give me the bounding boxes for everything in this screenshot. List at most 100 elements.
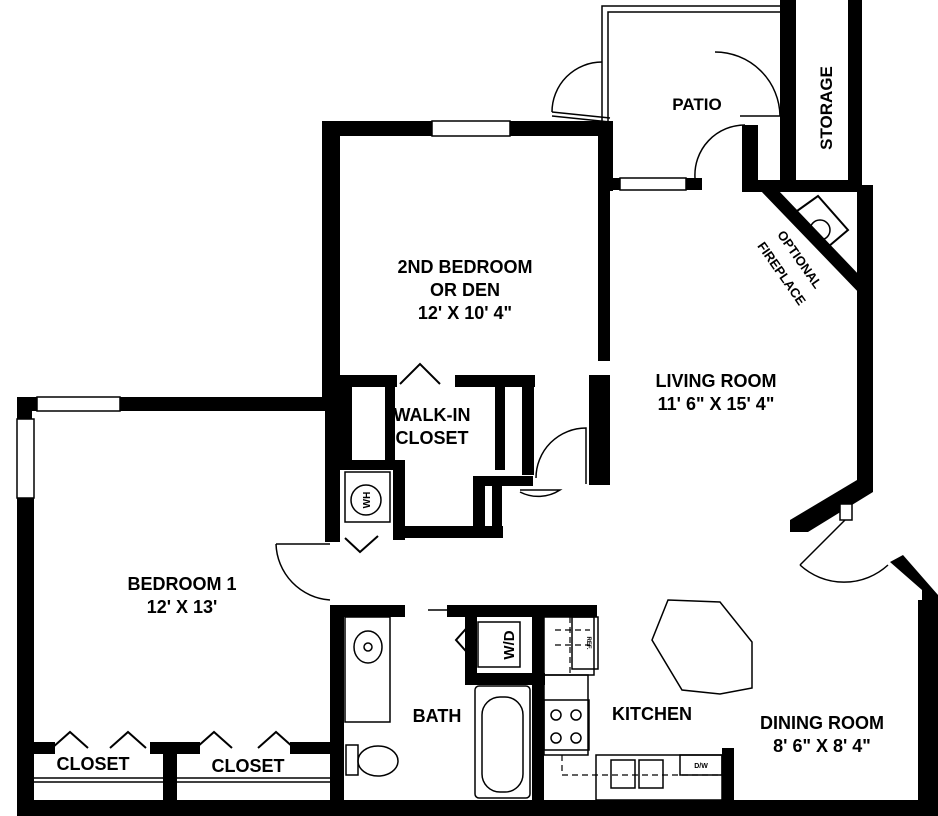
bath-right-wall [532,605,544,816]
kitchen-right-wall [722,748,734,816]
dining-right-wall [918,600,938,816]
bathtub [474,685,531,799]
washer-dryer-label: W/D [501,630,518,659]
walls [17,0,938,816]
closet-left-label: CLOSET [56,754,129,774]
living-top-wall [698,178,702,190]
dining-angled-wall [890,555,938,614]
living-door-swing [694,124,746,179]
bedroom2-size: 12' X 10' 4" [418,303,512,323]
linen-right [492,486,502,526]
stove [543,699,590,751]
closet-bottom-wall [393,526,503,538]
bedroom2-window [431,120,511,137]
wd-bifold [454,621,473,659]
washer-dryer-box [477,621,521,668]
patio-door-2-swing [714,51,781,117]
storage-right-wall [848,0,862,190]
kitchen-sink-right [638,759,664,789]
toilet-tank [345,744,359,776]
bedroom2-label-line1: 2ND BEDROOM [397,257,532,277]
bedroom2-right-wall-upper [598,121,613,191]
bath-tub-top-wall [465,673,545,685]
bath-top-wall [330,605,405,617]
closet-left-wall-inner [385,385,395,460]
closet-right-bifold-1 [195,730,233,749]
dishwasher-box [679,754,723,776]
water-heater-label: WH [362,492,373,509]
kitchen-label: KITCHEN [612,704,692,724]
refrigerator-box [571,616,599,670]
fireplace-icon [809,219,831,241]
wh-closet [344,471,391,523]
living-right-wall [857,185,873,485]
dining-table [651,599,753,695]
linen-door-swing-2 [519,489,563,498]
patio-label: PATIO [672,95,721,114]
closet-top-wall-right [455,375,535,387]
dining-door-swing [799,519,889,583]
bedroom1-right-wall-lower [330,605,344,816]
burner-icon-3 [550,732,562,744]
storage-label: STORAGE [817,66,836,150]
fireplace-diagonal-wall [760,190,862,296]
fireplace-outline [788,194,850,254]
patio-door-swing [551,61,603,113]
burner-icon-2 [570,709,582,721]
dining-room-size: 8' 6" X 8' 4" [773,736,871,756]
living-angled-wall [790,480,873,532]
bedroom1-window-left [16,418,35,499]
closet-divider [163,742,177,816]
bedroom1-right-wall-upper [325,397,340,542]
linen-top [473,476,533,486]
closet-left-bifold-2 [109,730,147,749]
bathtub-inner [481,696,524,793]
closet-row-top-left [17,742,55,754]
bedroom2-top-wall-right [510,121,613,136]
bath-label: BATH [413,706,462,726]
bedroom1-left-wall-upper [17,397,32,419]
walkin-label-line1: WALK-IN [394,405,471,425]
patio-right-wall [742,125,758,190]
closet-shelf-right [177,777,330,783]
bedroom2-right-wall-lower [598,191,610,361]
living-left-wall [589,375,610,485]
bath-vanity [344,616,391,723]
water-heater-icon [350,484,382,516]
kitchen-sink-left [610,759,636,789]
storage-left-wall [780,0,796,190]
toilet-icon [357,745,399,777]
linen-left [473,476,485,538]
closet-row-top-right [290,742,335,754]
bedroom1-window-top [36,396,121,412]
closet-shelf-left [34,777,163,783]
bottom-wall [17,800,938,816]
wd-top-wall [447,605,597,617]
living-room-size: 11' 6" X 15' 4" [658,394,775,414]
walkin-label-line2: CLOSET [395,428,468,448]
closet-left-wall [340,375,352,470]
patio-bottom-wall [610,178,620,190]
upper-cabinets [561,755,722,776]
patio-window [619,177,687,191]
burner-icon-4 [570,732,582,744]
bedroom1-label: BEDROOM 1 [127,574,236,594]
patio-bottom-wall-right [686,178,698,190]
bedroom2-left-wall [322,121,340,411]
pantry-shelves [555,617,590,675]
burner-icon-1 [550,709,562,721]
closet-right-wall-outer [522,375,534,475]
closet-right-wall [495,385,505,470]
bedroom1-door-swing [275,543,331,601]
sink-drain [363,642,373,652]
closet-bifold [399,362,441,385]
closet-left-bifold-1 [51,730,89,749]
closet-right-label: CLOSET [211,756,284,776]
linen-door-swing [535,427,587,484]
patio-outline [601,5,780,125]
dining-door-frame [839,503,853,521]
sink-icon [353,630,383,664]
bedroom1-size: 12' X 13' [147,597,218,617]
living-room-label: LIVING ROOM [656,371,777,391]
